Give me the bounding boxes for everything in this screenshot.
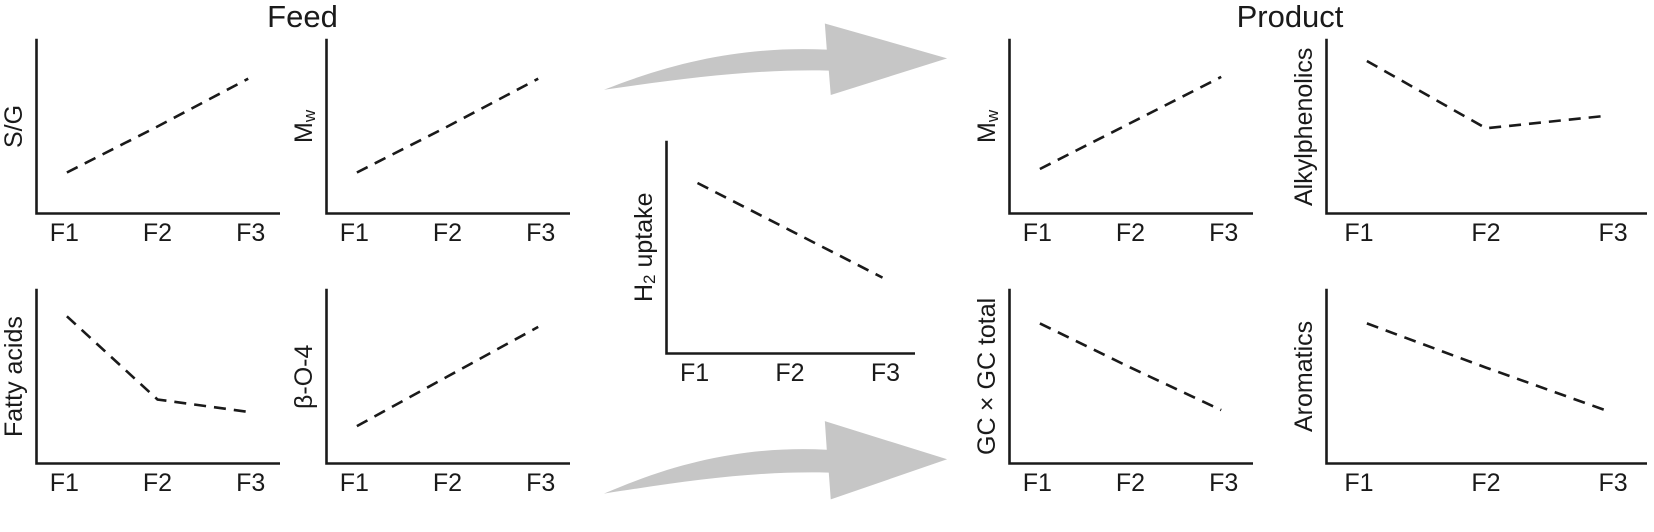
y-axis-label: S/G [0, 104, 28, 149]
y-axis-label: GC×GC total [973, 297, 1001, 456]
plot-area [1325, 38, 1647, 215]
x-tick-label: F1 [1344, 469, 1374, 497]
plot-area [1325, 288, 1647, 465]
x-axis-ticks: F1 F2 F3 [1325, 465, 1647, 497]
x-tick-label: F2 [432, 219, 463, 247]
x-tick-label: F1 [339, 469, 369, 497]
y-axis-label: Mw [973, 109, 1002, 144]
y-axis-label: β-O-4 [290, 344, 318, 409]
x-tick-label: F3 [236, 219, 266, 247]
x-tick-label: F3 [870, 359, 900, 387]
x-tick-label: F2 [142, 469, 173, 497]
feed-title: Feed [267, 0, 338, 34]
plot-area [325, 288, 570, 465]
y-axis-label: Mw [290, 109, 319, 144]
x-tick-label: F3 [236, 469, 266, 497]
x-tick-label: F1 [1022, 219, 1052, 247]
plot-area [665, 140, 915, 355]
x-tick-label: F2 [142, 219, 173, 247]
chart-product-alkylphenolics: Alkylphenolics F1 F2 F3 [1290, 38, 1647, 247]
x-tick-label: F1 [680, 359, 710, 387]
y-axis-label: Alkylphenolics [1290, 47, 1318, 206]
chart-product-mw: Mw F1 F2 F3 [973, 38, 1253, 247]
x-tick-label: F2 [432, 469, 463, 497]
x-tick-label: F2 [1115, 219, 1146, 247]
flow-arrow-bottom [603, 421, 948, 500]
x-tick-label: F3 [526, 469, 556, 497]
x-tick-label: F3 [1598, 219, 1628, 247]
x-tick-label: F1 [49, 469, 79, 497]
x-tick-label: F3 [1209, 469, 1239, 497]
plot-area [35, 38, 280, 215]
arrow-right-icon [603, 421, 948, 500]
flow-arrow-top [603, 23, 948, 96]
y-axis-label: H2 uptake [630, 192, 659, 303]
chart-feed-fatty-acids: Fatty acids F1 F2 F3 [0, 288, 280, 497]
x-axis-ticks: F1 F2 F3 [1008, 215, 1253, 247]
x-axis-ticks: F1 F2 F3 [35, 215, 280, 247]
product-title: Product [1236, 0, 1344, 34]
x-tick-label: F1 [1344, 219, 1374, 247]
x-axis-ticks: F1 F2 F3 [665, 355, 915, 387]
x-tick-label: F2 [1471, 219, 1501, 247]
chart-h2-uptake: H2 uptake F1 F2 F3 [630, 140, 915, 387]
x-axis-ticks: F1 F2 F3 [1008, 465, 1253, 497]
chart-feed-beta-o-4: β-O-4 F1 F2 F3 [290, 288, 570, 497]
plot-area [35, 288, 280, 465]
x-tick-label: F2 [1471, 469, 1501, 497]
plot-area [1008, 38, 1253, 215]
y-axis-label: Fatty acids [0, 316, 28, 437]
chart-feed-mw: Mw F1 F2 F3 [290, 38, 570, 247]
x-tick-label: F1 [1022, 469, 1052, 497]
plot-area [325, 38, 570, 215]
chart-product-gcxgc-total: GC×GC total F1 F2 F3 [973, 288, 1253, 497]
x-axis-ticks: F1 F2 F3 [1325, 215, 1647, 247]
chart-product-aromatics: Aromatics F1 F2 F3 [1290, 288, 1647, 497]
x-tick-label: F1 [339, 219, 369, 247]
x-tick-label: F1 [49, 219, 79, 247]
plot-area [1008, 288, 1253, 465]
x-tick-label: F3 [1598, 469, 1628, 497]
arrow-right-icon [603, 23, 948, 96]
y-axis-label: Aromatics [1290, 320, 1318, 433]
chart-feed-sg: S/G F1 F2 F3 [0, 38, 280, 247]
x-axis-ticks: F1 F2 F3 [325, 465, 570, 497]
x-tick-label: F2 [1115, 469, 1146, 497]
x-tick-label: F3 [526, 219, 556, 247]
x-axis-ticks: F1 F2 F3 [325, 215, 570, 247]
x-tick-label: F2 [775, 359, 805, 387]
x-tick-label: F3 [1209, 219, 1239, 247]
x-axis-ticks: F1 F2 F3 [35, 465, 280, 497]
